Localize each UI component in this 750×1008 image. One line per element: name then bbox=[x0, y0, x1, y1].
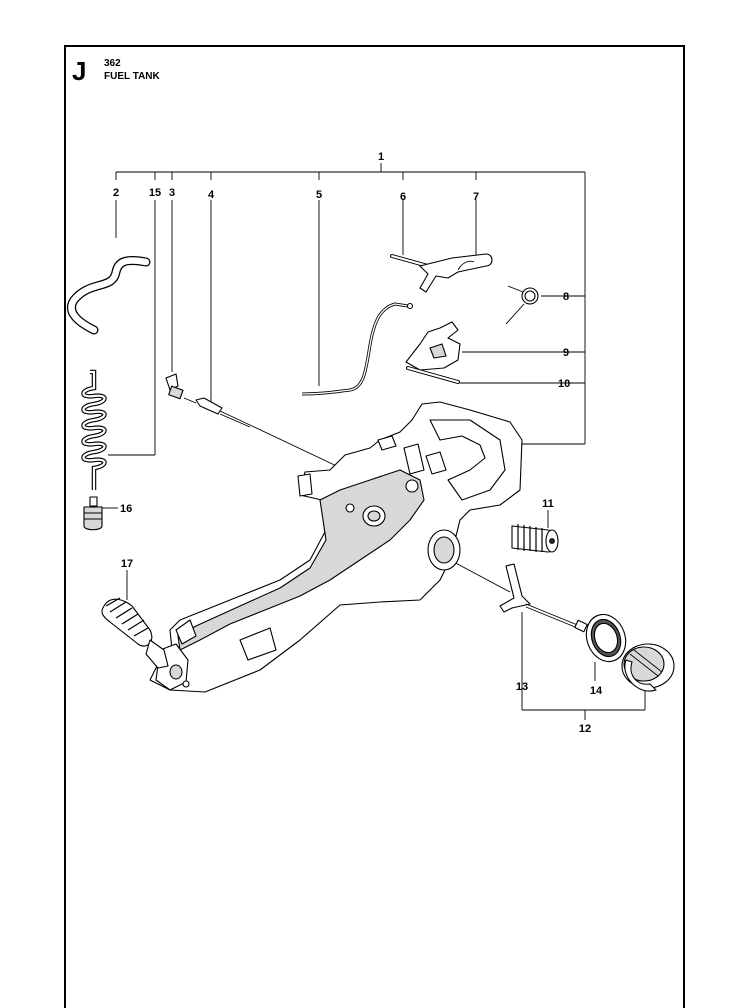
diagram-frame bbox=[64, 45, 685, 1008]
front-av-spring bbox=[101, 597, 169, 669]
pin bbox=[390, 254, 430, 268]
throttle-rod bbox=[195, 397, 251, 428]
callout-2: 2 bbox=[113, 187, 119, 199]
model-number: 362 bbox=[104, 58, 121, 69]
cap-seal-ring bbox=[585, 613, 627, 663]
callout-labels: 1 2 15 3 4 5 6 7 8 9 10 11 16 17 13 14 1… bbox=[113, 151, 603, 735]
vent-valve bbox=[165, 373, 197, 404]
section-letter: J bbox=[72, 56, 87, 86]
fuel-pickup-coil bbox=[81, 369, 107, 490]
trigger-spring bbox=[505, 285, 539, 325]
callout-16: 16 bbox=[120, 503, 132, 515]
callout-10: 10 bbox=[558, 378, 570, 390]
callout-5: 5 bbox=[316, 189, 322, 201]
callout-3: 3 bbox=[169, 187, 175, 199]
callout-6: 6 bbox=[400, 191, 406, 203]
throttle-trigger bbox=[419, 253, 493, 293]
callout-4: 4 bbox=[208, 189, 215, 201]
callout-17: 17 bbox=[121, 558, 133, 570]
fuel-cap bbox=[621, 643, 675, 692]
lockout-pin bbox=[406, 366, 460, 384]
callout-11: 11 bbox=[542, 498, 554, 510]
stop-switch-cable bbox=[301, 302, 414, 396]
callout-14: 14 bbox=[590, 685, 603, 697]
fuel-tank-housing bbox=[149, 401, 523, 693]
leader-lines bbox=[102, 163, 646, 720]
callout-15: 15 bbox=[149, 187, 161, 199]
callout-1: 1 bbox=[378, 151, 384, 163]
callout-9: 9 bbox=[563, 347, 569, 359]
callout-13: 13 bbox=[516, 681, 528, 693]
callout-12: 12 bbox=[579, 723, 591, 735]
fuel-hose bbox=[67, 255, 151, 335]
fuel-filter bbox=[83, 496, 103, 531]
rear-av-spring bbox=[511, 524, 559, 553]
callout-8: 8 bbox=[563, 291, 569, 303]
cable-clip bbox=[499, 563, 588, 633]
callout-7: 7 bbox=[473, 191, 479, 203]
diagram-title: FUEL TANK bbox=[104, 71, 160, 82]
throttle-lockout bbox=[405, 321, 461, 371]
